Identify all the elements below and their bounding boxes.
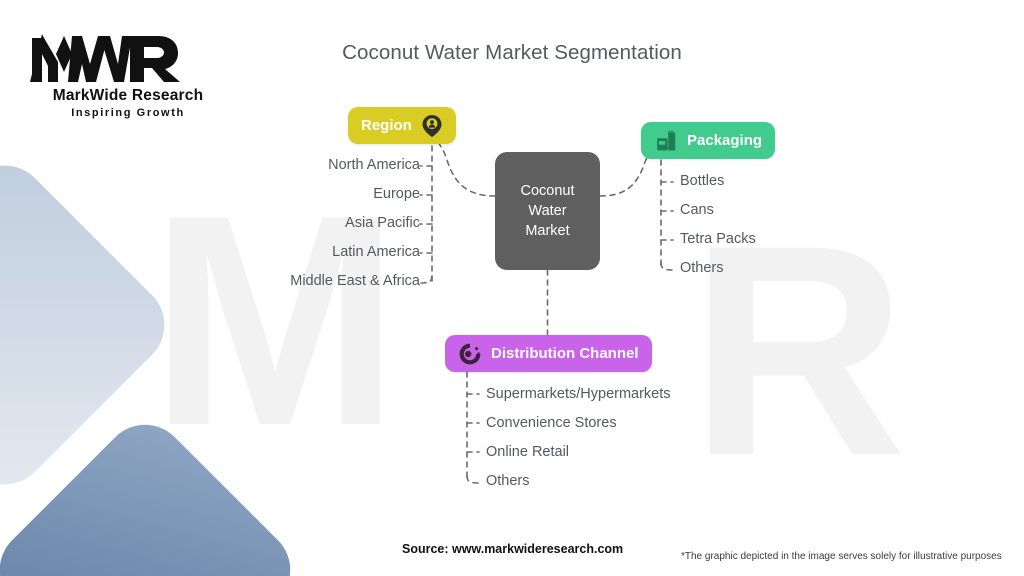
watermark-letter-m: M: [150, 152, 400, 488]
source-attribution: Source: www.markwideresearch.com: [402, 542, 624, 556]
brand-logo: MarkWide Research Inspiring Growth: [28, 30, 228, 119]
list-item[interactable]: Others: [486, 473, 530, 489]
map-pin-icon: [421, 114, 443, 138]
list-item[interactable]: Latin America: [332, 244, 420, 260]
watermark-letter-r: R: [690, 182, 907, 518]
list-item[interactable]: Cans: [680, 202, 714, 218]
list-item[interactable]: Asia Pacific: [345, 215, 420, 231]
disclaimer-note: *The graphic depicted in the image serve…: [681, 551, 1002, 562]
list-item[interactable]: Europe: [373, 186, 420, 202]
list-item[interactable]: Online Retail: [486, 444, 570, 460]
center-node-line-3: Market: [525, 223, 570, 239]
list-item[interactable]: Tetra Packs: [680, 231, 756, 247]
branch-badge-packaging[interactable]: Packaging: [641, 122, 776, 159]
list-item[interactable]: North America: [328, 157, 420, 173]
list-item[interactable]: Bottles: [680, 173, 725, 189]
brand-tagline: Inspiring Growth: [71, 107, 185, 119]
center-node-line-2: Water: [528, 203, 567, 219]
list-item[interactable]: Others: [680, 260, 724, 276]
brand-name: MarkWide Research: [52, 87, 204, 104]
branch-badge-distribution-channel-label: Distribution Channel: [491, 345, 639, 362]
branch-items-distribution-channel: Supermarkets/Hypermarkets Convenience St…: [486, 387, 671, 503]
list-item[interactable]: Supermarkets/Hypermarkets: [486, 386, 671, 402]
list-item[interactable]: Middle East & Africa: [290, 273, 420, 289]
stub-packaging-4: [660, 262, 674, 271]
branch-badge-packaging-label: Packaging: [687, 132, 763, 149]
center-node-coconut-water-market[interactable]: Coconut Water Market: [495, 152, 600, 270]
carton-package-icon: [654, 129, 678, 153]
branch-items-region: North America Europe Asia Pacific Latin …: [0, 158, 420, 303]
list-item[interactable]: Convenience Stores: [486, 415, 617, 431]
branch-badge-region-label: Region: [361, 117, 412, 134]
distribution-target-icon: [458, 342, 482, 366]
mwr-logo-icon: [30, 34, 180, 82]
stub-region-5: [419, 275, 433, 284]
page-title: Coconut Water Market Segmentation: [342, 41, 682, 64]
branch-badge-distribution-channel[interactable]: Distribution Channel: [445, 335, 652, 372]
center-node-line-1: Coconut: [520, 183, 575, 199]
stub-distribution-4: [466, 475, 480, 484]
branch-badge-region[interactable]: Region: [348, 107, 456, 144]
branch-items-packaging: Bottles Cans Tetra Packs Others: [680, 174, 756, 290]
